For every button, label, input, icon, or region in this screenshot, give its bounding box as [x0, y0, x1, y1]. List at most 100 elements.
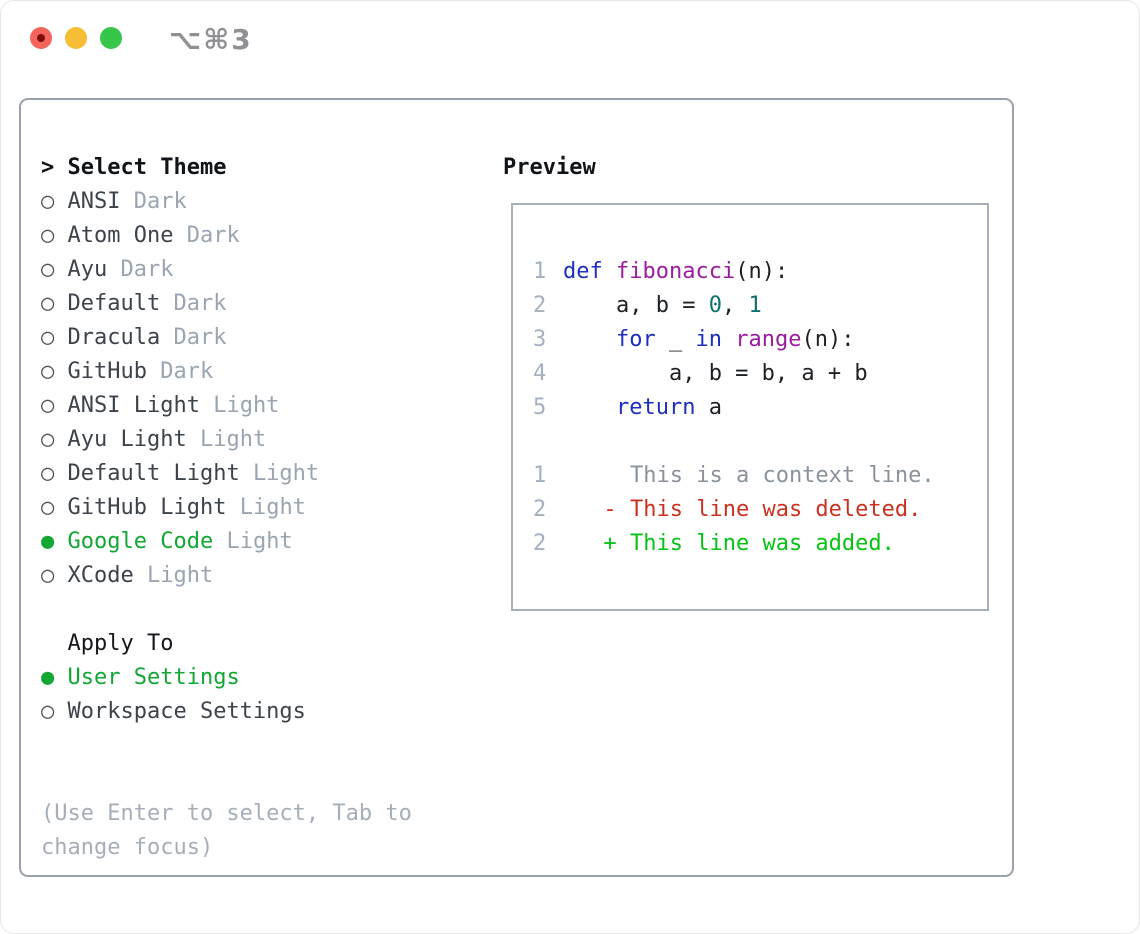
- theme-picker-panel: > Select Theme ○ ANSI Dark○ Atom One Dar…: [19, 98, 1014, 877]
- theme-variant-tag: Dark: [120, 257, 174, 282]
- code-line: 4 a, b = b, a + b: [533, 357, 987, 391]
- diff-line-added: 2 + This line was added.: [533, 527, 987, 561]
- apply-option-workspace-settings[interactable]: ○ Workspace Settings: [41, 695, 486, 729]
- theme-option-google-code-label: Google Code: [67, 529, 214, 554]
- diff-line-context: 1 This is a context line.: [533, 459, 987, 493]
- line-number: 4: [533, 361, 547, 386]
- theme-variant-tag: Light: [226, 529, 293, 554]
- divider: [41, 729, 486, 797]
- theme-option-default-light-label: Default Light: [67, 461, 240, 486]
- code-tokens: for _ in range(n):: [615, 327, 855, 352]
- code-tokens: a, b = 0, 1: [563, 293, 762, 318]
- line-number: 5: [533, 395, 547, 420]
- theme-option-ansi-label: ANSI: [67, 189, 121, 214]
- theme-option-default-light[interactable]: ○ Default Light Light: [41, 457, 486, 491]
- code-line: 1 def fibonacci(n):: [533, 255, 987, 289]
- theme-option-ansi[interactable]: ○ ANSI Dark: [41, 185, 486, 219]
- theme-option-ansi-light-label: ANSI Light: [67, 393, 200, 418]
- blank-line: [533, 425, 987, 459]
- radio-unselected-icon: ○: [41, 325, 55, 350]
- line-number: 2: [533, 531, 547, 556]
- select-theme-header: > Select Theme: [41, 155, 227, 180]
- theme-variant-tag: Dark: [186, 223, 240, 248]
- theme-variant-tag: Light: [213, 393, 280, 418]
- theme-option-google-code[interactable]: ● Google Code Light: [41, 525, 486, 559]
- apply-option-user-settings[interactable]: ● User Settings: [41, 661, 486, 695]
- theme-option-github-light[interactable]: ○ GitHub Light Light: [41, 491, 486, 525]
- preview-header: Preview: [503, 155, 596, 180]
- theme-option-xcode-label: XCode: [67, 563, 134, 588]
- radio-unselected-icon: ○: [41, 189, 55, 214]
- radio-selected-icon: ●: [41, 529, 55, 554]
- radio-unselected-icon: ○: [41, 495, 55, 520]
- radio-unselected-icon: ○: [41, 461, 55, 486]
- apply-to-header: Apply To: [67, 631, 174, 656]
- radio-unselected-icon: ○: [41, 427, 55, 452]
- theme-variant-tag: Light: [146, 563, 214, 588]
- theme-option-github-label: GitHub: [67, 359, 147, 384]
- theme-option-ayu-light[interactable]: ○ Ayu Light Light: [41, 423, 486, 457]
- radio-selected-icon: ●: [41, 665, 55, 690]
- diff-marker: -: [603, 497, 617, 522]
- apply-to-list: ● User Settings○ Workspace Settings: [41, 661, 486, 729]
- theme-option-default[interactable]: ○ Default Dark: [41, 287, 486, 321]
- focus-caret: >: [41, 155, 55, 180]
- diff-marker: +: [603, 531, 617, 556]
- theme-option-ayu[interactable]: ○ Ayu Dark: [41, 253, 486, 287]
- radio-unselected-icon: ○: [41, 223, 55, 248]
- close-button[interactable]: [30, 27, 52, 49]
- minimize-button[interactable]: [65, 27, 87, 49]
- diff-text: This is a context line.: [630, 463, 935, 488]
- theme-option-atom-one[interactable]: ○ Atom One Dark: [41, 219, 486, 253]
- theme-variant-tag: Dark: [173, 291, 227, 316]
- theme-column: > Select Theme ○ ANSI Dark○ Atom One Dar…: [41, 151, 486, 865]
- line-number: 3: [533, 327, 547, 352]
- theme-option-dracula-label: Dracula: [67, 325, 161, 350]
- help-hint-text: (Use Enter to select, Tab to change focu…: [41, 801, 412, 860]
- theme-option-ayu-label: Ayu: [67, 257, 108, 282]
- radio-unselected-icon: ○: [41, 291, 55, 316]
- theme-option-github-light-label: GitHub Light: [67, 495, 227, 520]
- theme-variant-tag: Light: [239, 495, 306, 520]
- radio-unselected-icon: ○: [41, 393, 55, 418]
- theme-variant-tag: Light: [199, 427, 267, 452]
- radio-unselected-icon: ○: [41, 563, 55, 588]
- code-line: 3 for _ in range(n):: [533, 323, 987, 357]
- diff-marker: [603, 459, 617, 493]
- radio-unselected-icon: ○: [41, 257, 55, 282]
- line-number: 1: [533, 259, 547, 284]
- code-tokens: a, b = b, a + b: [563, 361, 868, 386]
- divider: [41, 593, 486, 627]
- code-line: 2 a, b = 0, 1: [533, 289, 987, 323]
- code-line: 5 return a: [533, 391, 987, 425]
- theme-option-ansi-light[interactable]: ○ ANSI Light Light: [41, 389, 486, 423]
- code-tokens: return a: [615, 395, 722, 420]
- theme-variant-tag: Dark: [160, 359, 214, 384]
- theme-option-github[interactable]: ○ GitHub Dark: [41, 355, 486, 389]
- theme-option-atom-one-label: Atom One: [67, 223, 174, 248]
- line-number: 1: [533, 463, 547, 488]
- keyboard-shortcut-label: ⌥⌘3: [169, 23, 253, 56]
- theme-option-xcode[interactable]: ○ XCode Light: [41, 559, 486, 593]
- radio-unselected-icon: ○: [41, 699, 55, 724]
- title-bar: ⌥⌘3: [1, 1, 1139, 71]
- line-number: 2: [533, 293, 547, 318]
- theme-variant-tag: Dark: [173, 325, 227, 350]
- line-number: 2: [533, 497, 547, 522]
- zoom-button[interactable]: [100, 27, 122, 49]
- theme-list: ○ ANSI Dark○ Atom One Dark○ Ayu Dark○ De…: [41, 185, 486, 593]
- code-tokens: def fibonacci(n):: [563, 259, 789, 284]
- diff-line-deleted: 2 -This line was deleted.: [533, 493, 987, 527]
- diff-text: This line was added.: [630, 531, 895, 556]
- theme-option-default-label: Default: [67, 291, 161, 316]
- radio-unselected-icon: ○: [41, 359, 55, 384]
- apply-option-user-settings-label: User Settings: [67, 665, 240, 690]
- diff-text: This line was deleted.: [630, 497, 922, 522]
- theme-option-dracula[interactable]: ○ Dracula Dark: [41, 321, 486, 355]
- apply-option-workspace-settings-label: Workspace Settings: [67, 699, 306, 724]
- close-dot-icon: [37, 34, 45, 42]
- theme-variant-tag: Light: [252, 461, 320, 486]
